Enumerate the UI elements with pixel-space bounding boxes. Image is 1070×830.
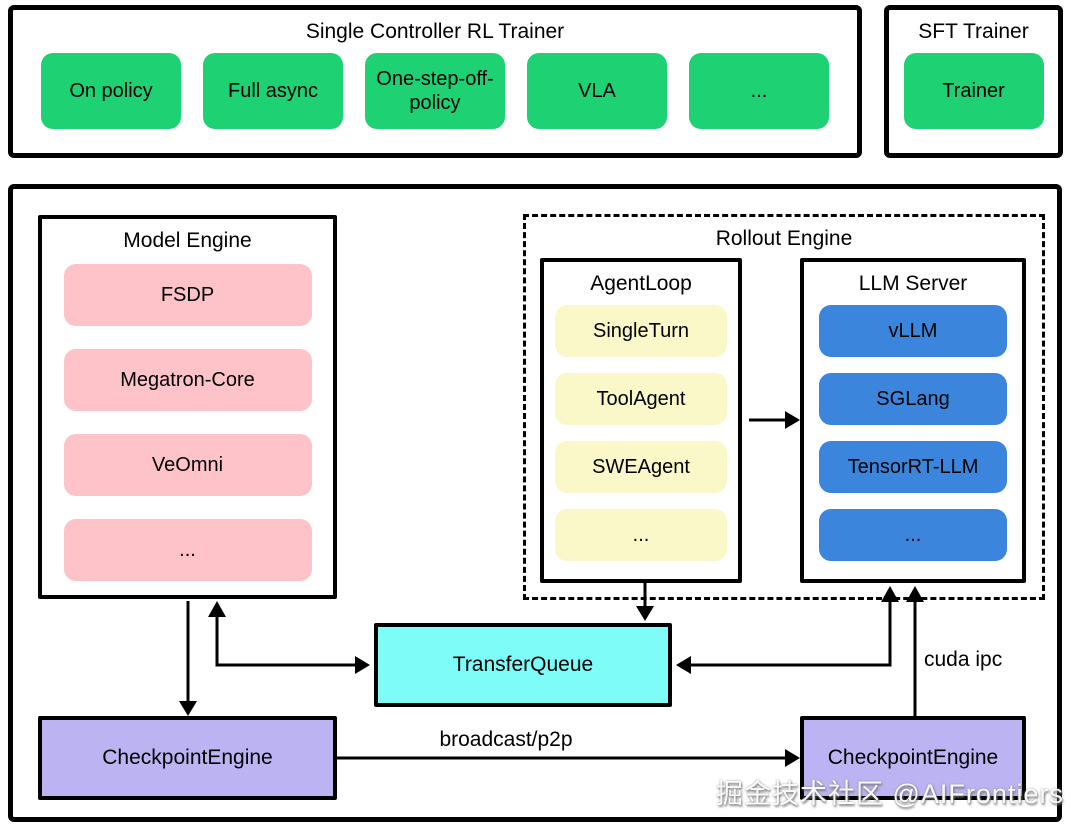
chip-toolagent: ToolAgent bbox=[555, 373, 727, 426]
model-engine-box: Model Engine FSDP Megatron-Core VeOmni .… bbox=[38, 215, 337, 599]
broadcast-p2p-label: broadcast/p2p bbox=[439, 728, 573, 751]
rl-trainer-box: Single Controller RL Trainer On policy F… bbox=[8, 5, 862, 158]
watermark-text: 掘金技术社区 @AIFrontiers bbox=[716, 779, 1064, 809]
chip-veomni: VeOmni bbox=[63, 434, 312, 497]
llm-server-title: LLM Server bbox=[858, 272, 968, 295]
chip-trainer: Trainer bbox=[903, 53, 1044, 130]
chip-vla: VLA bbox=[527, 53, 667, 130]
cuda-ipc-label: cuda ipc bbox=[924, 648, 1003, 671]
llm-server-items: vLLM SGLang TensorRT-LLM ... bbox=[804, 305, 1022, 562]
chip-fsdp: FSDP bbox=[63, 264, 312, 327]
chip-llmserver-ellipsis: ... bbox=[819, 509, 1007, 562]
sft-trainer-chip-row: Trainer bbox=[889, 53, 1058, 130]
chip-vllm: vLLM bbox=[819, 305, 1007, 358]
sft-trainer-title: SFT Trainer bbox=[918, 20, 1029, 43]
checkpoint-engine-right-label: CheckpointEngine bbox=[827, 746, 999, 769]
chip-rl-ellipsis: ... bbox=[689, 53, 829, 130]
transfer-queue-label: TransferQueue bbox=[452, 653, 594, 676]
chip-model-ellipsis: ... bbox=[63, 519, 312, 582]
chip-full-async: Full async bbox=[203, 53, 343, 130]
agent-loop-box: AgentLoop SingleTurn ToolAgent SWEAgent … bbox=[540, 258, 742, 583]
chip-sweagent: SWEAgent bbox=[555, 441, 727, 494]
chip-megatron-core: Megatron-Core bbox=[63, 349, 312, 412]
transfer-queue-node: TransferQueue bbox=[374, 623, 672, 707]
agent-loop-title: AgentLoop bbox=[590, 272, 692, 295]
chip-one-step-off-policy: One-step-off-policy bbox=[365, 53, 505, 130]
chip-sglang: SGLang bbox=[819, 373, 1007, 426]
model-engine-title: Model Engine bbox=[123, 229, 252, 252]
chip-agentloop-ellipsis: ... bbox=[555, 509, 727, 562]
rl-trainer-chip-row: On policy Full async One-step-off-policy… bbox=[13, 53, 857, 130]
rollout-engine-title: Rollout Engine bbox=[715, 227, 853, 250]
checkpoint-engine-left-node: CheckpointEngine bbox=[38, 716, 337, 800]
chip-on-policy: On policy bbox=[41, 53, 181, 130]
model-engine-items: FSDP Megatron-Core VeOmni ... bbox=[42, 264, 333, 582]
sft-trainer-box: SFT Trainer Trainer bbox=[884, 5, 1063, 158]
chip-singleturn: SingleTurn bbox=[555, 305, 727, 358]
chip-tensorrt-llm: TensorRT-LLM bbox=[819, 441, 1007, 494]
llm-server-box: LLM Server vLLM SGLang TensorRT-LLM ... bbox=[800, 258, 1026, 583]
rl-trainer-title: Single Controller RL Trainer bbox=[305, 20, 565, 43]
agent-loop-items: SingleTurn ToolAgent SWEAgent ... bbox=[544, 305, 738, 562]
checkpoint-engine-left-label: CheckpointEngine bbox=[102, 746, 273, 769]
checkpoint-engine-right-node: CheckpointEngine bbox=[800, 716, 1026, 800]
